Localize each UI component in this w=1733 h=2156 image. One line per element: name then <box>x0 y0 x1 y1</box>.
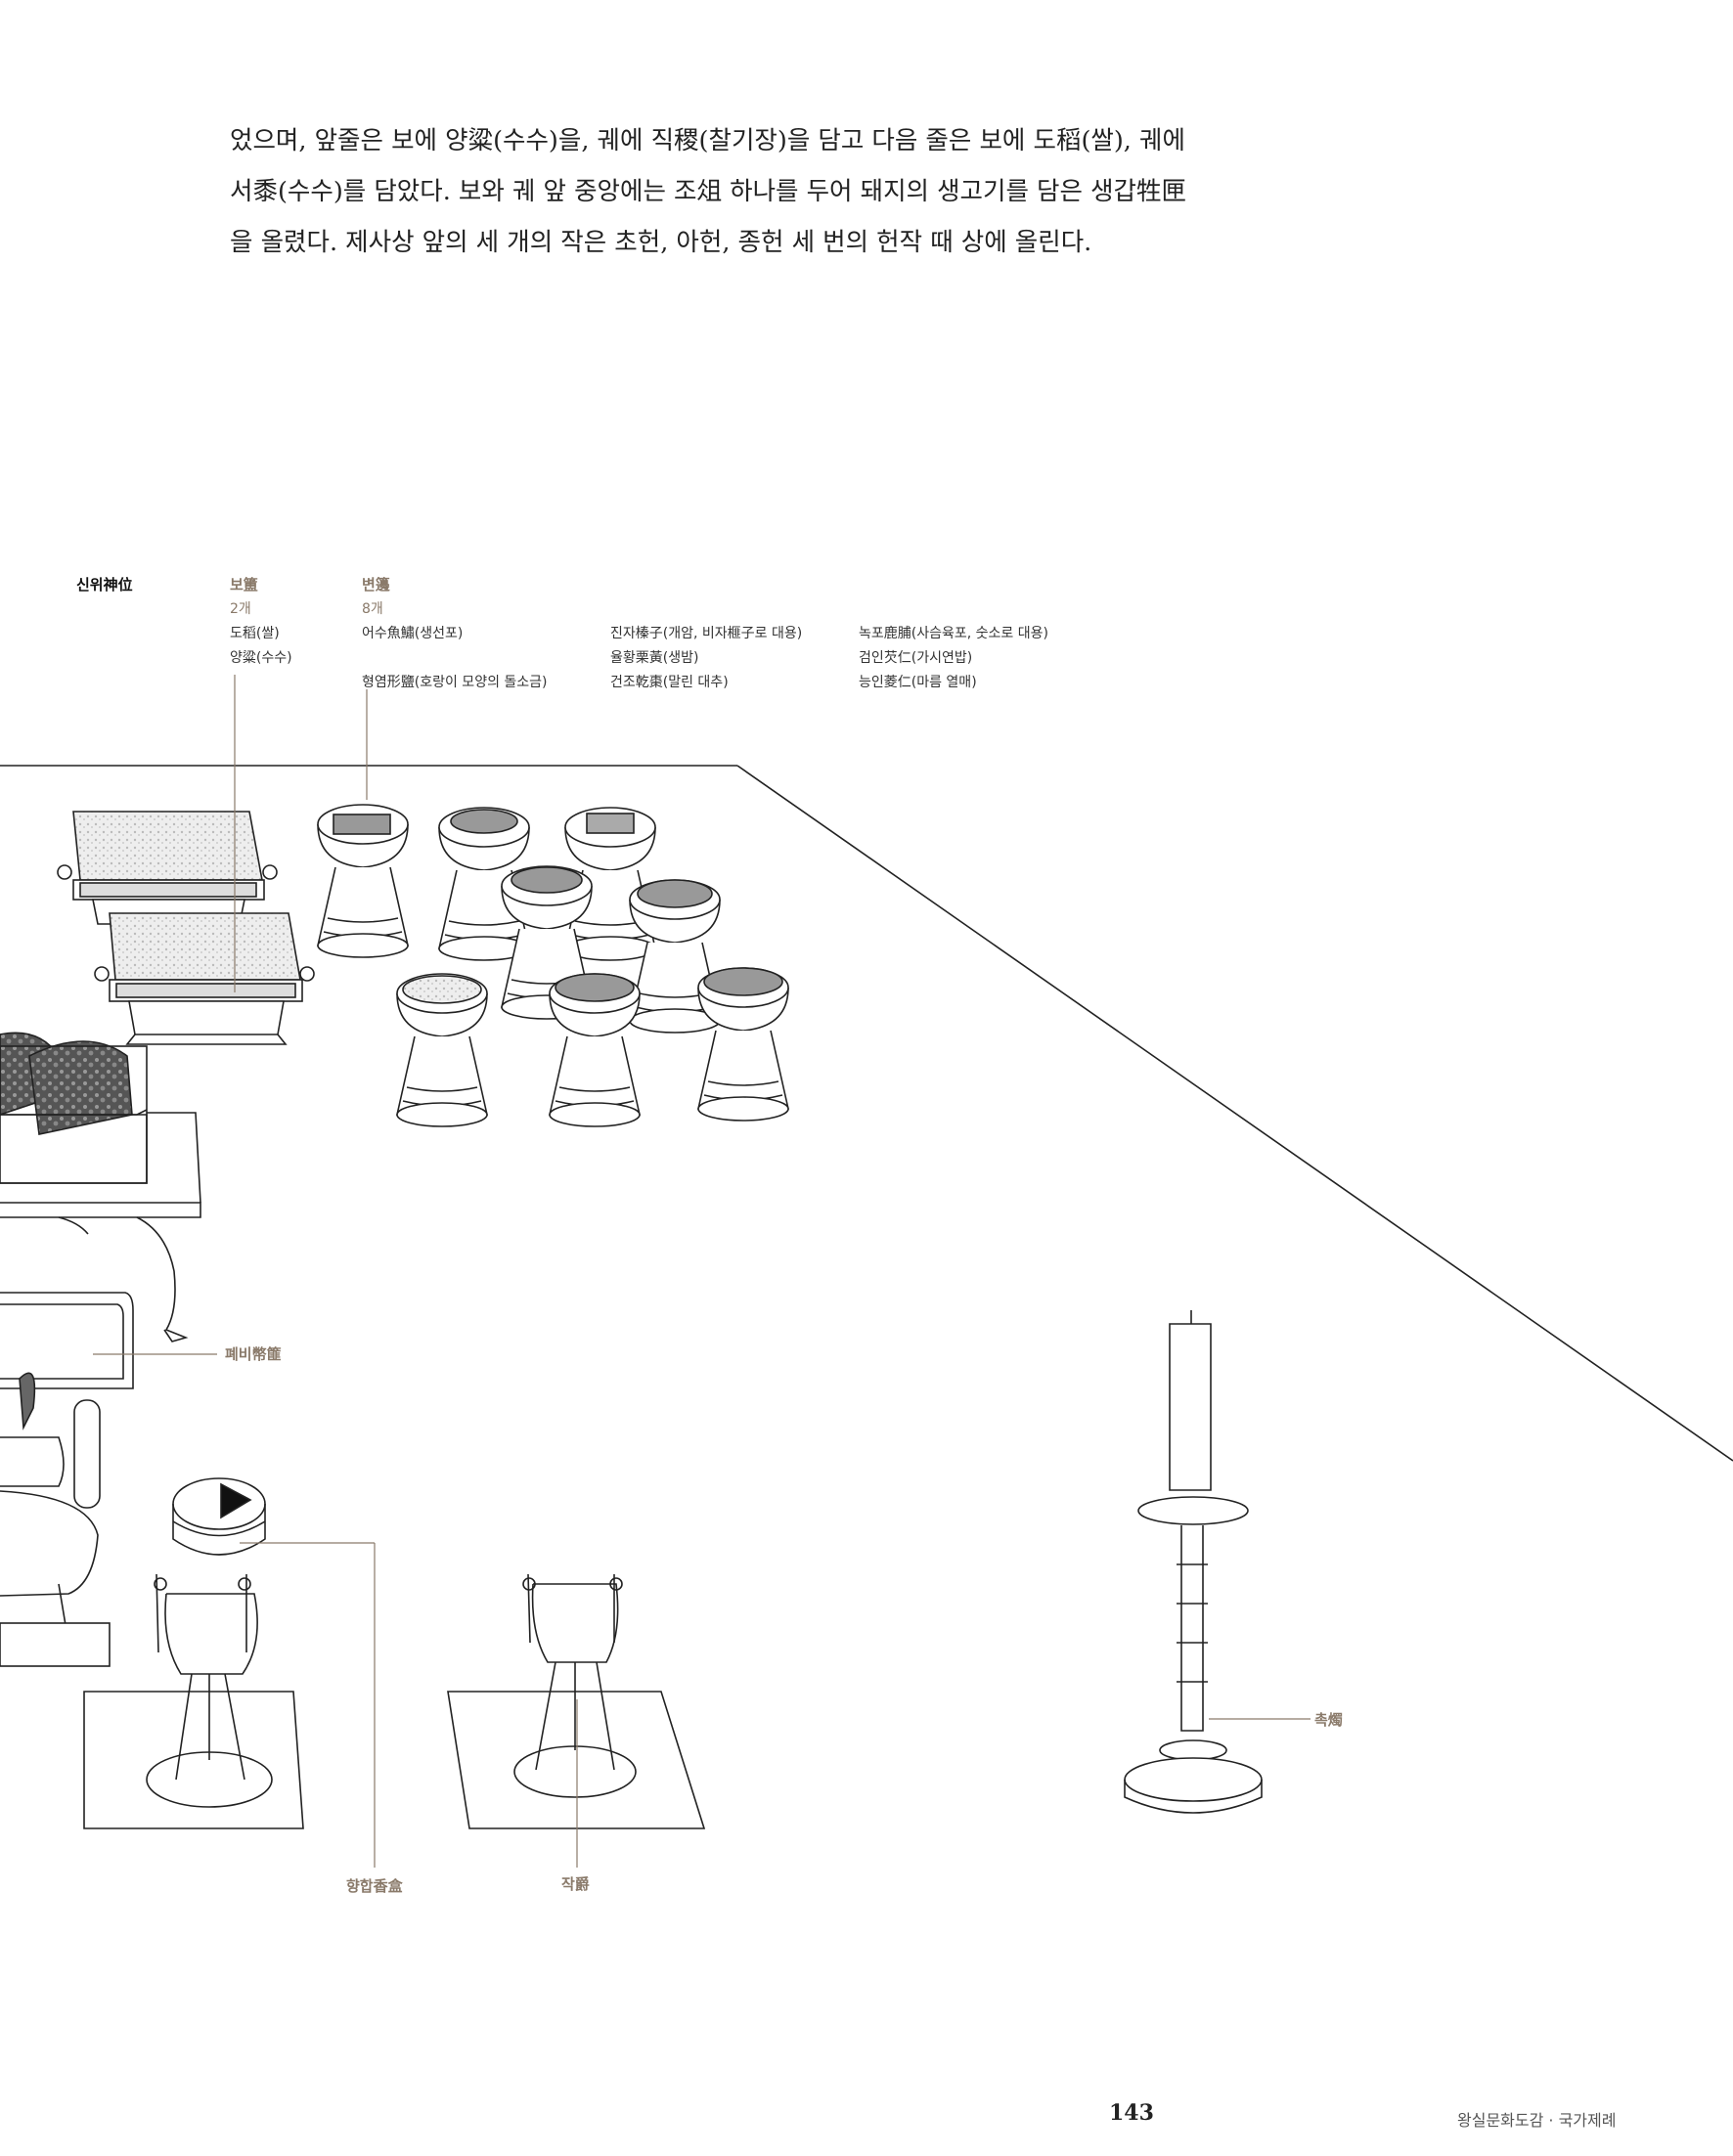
byeon-vessel-1 <box>317 804 409 958</box>
byeon-legend-col3: 녹포鹿脯(사슴육포, 숫소로 대용) 검인芡仁(가시연밥) 능인菱仁(마름 열매… <box>859 622 1048 695</box>
byeon-vessel-3 <box>564 807 656 961</box>
byeon-vessel-8 <box>697 967 789 1122</box>
body-line-1: 었으며, 앞줄은 보에 양粱(수수)을, 궤에 직稷(찰기장)을 담고 다음 줄… <box>230 126 1185 155</box>
byeon-vessel-4 <box>501 865 593 1020</box>
pyebi-callout: 폐비幣篚 <box>225 1345 282 1363</box>
incense-burner <box>0 1372 111 1667</box>
jak-callout: 작爵 <box>561 1875 590 1893</box>
byeon-legend-col2: 진자榛子(개암, 비자榧子로 대용) 율황栗黃(생밤) 건조乾棗(말린 대추) <box>610 622 802 695</box>
byeon-item-b3: 건조乾棗(말린 대추) <box>610 675 729 690</box>
byeon-item-b2: 율황栗黃(생밤) <box>610 650 699 666</box>
byeon-legend: 변籩 8개 어수魚鱐(생선포) 형염形鹽(호랑이 모양의 돌소금) <box>362 573 548 695</box>
byeon-item-c1: 녹포鹿脯(사슴육포, 숫소로 대용) <box>859 626 1048 641</box>
sinwi-label: 신위神位 <box>76 576 133 594</box>
table-edge-right <box>736 765 1733 1462</box>
page-number: 143 <box>1109 2100 1154 2126</box>
bo-item-2: 양粱(수수) <box>230 650 292 666</box>
byeon-item-c2: 검인芡仁(가시연밥) <box>859 650 973 666</box>
bo-item-1: 도稻(쌀) <box>230 626 280 641</box>
byeon-vessel-7 <box>549 973 641 1127</box>
hyanghap-incense-box <box>172 1477 266 1556</box>
byeon-item-b1: 진자榛子(개암, 비자榧子로 대용) <box>610 626 803 641</box>
bo-count: 2개 <box>230 601 251 617</box>
body-line-2: 서黍(수수)를 담았다. 보와 궤 앞 중앙에는 조俎 하나를 두어 돼지의 생… <box>230 177 1186 206</box>
byeon-item-a1: 어수魚鱐(생선포) <box>362 626 464 641</box>
callout-lines <box>93 675 1311 1868</box>
body-line-3: 을 올렸다. 제사상 앞의 세 개의 작은 초헌, 아헌, 종헌 세 번의 헌작… <box>230 228 1092 257</box>
byeon-vessel-6 <box>396 973 488 1127</box>
byeon-title: 변籩 <box>362 576 390 594</box>
jak-cup-right <box>447 1573 706 1829</box>
pyebi-basket <box>0 1292 134 1389</box>
bo-title: 보簠 <box>230 576 258 594</box>
byeon-vessel-2 <box>438 807 530 961</box>
byeon-vessel-5 <box>629 879 721 1034</box>
saenggap-meat-box <box>0 1032 201 1342</box>
byeon-item-a3: 형염形鹽(호랑이 모양의 돌소금) <box>362 675 548 690</box>
chok-callout: 촉燭 <box>1314 1711 1343 1729</box>
byeon-count: 8개 <box>362 601 383 617</box>
running-title: 왕실문화도감 · 국가제례 <box>1457 2111 1617 2130</box>
bo-vessel-2 <box>94 912 315 1045</box>
hyanghap-callout: 향합香盒 <box>346 1877 403 1895</box>
bo-legend: 보簠 2개 도稻(쌀) 양粱(수수) <box>230 573 292 671</box>
chok-candlestick <box>1124 1310 1263 1814</box>
jak-cup-left <box>83 1573 304 1829</box>
bo-vessel-1 <box>57 811 278 925</box>
byeon-item-c3: 능인菱仁(마름 열매) <box>859 675 977 690</box>
body-paragraph: 었으며, 앞줄은 보에 양粱(수수)을, 궤에 직稷(찰기장)을 담고 다음 줄… <box>230 115 1208 268</box>
